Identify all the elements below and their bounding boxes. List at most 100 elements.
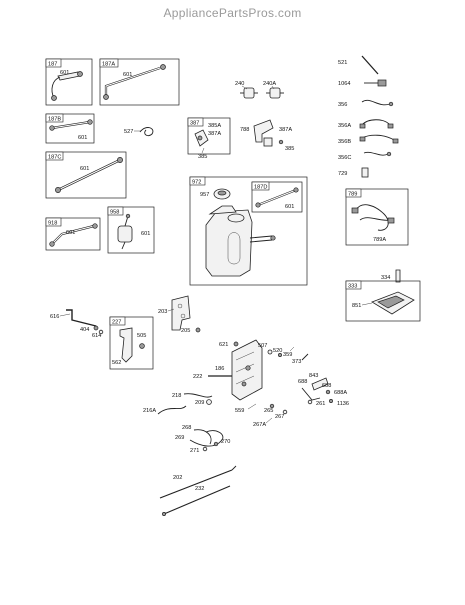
part-614[interactable]: 614 <box>92 329 104 339</box>
choke-cable-icon <box>189 430 224 447</box>
wire-harness-icon <box>363 151 389 156</box>
part-616[interactable]: 616 <box>50 309 97 327</box>
part-356A[interactable]: 356A <box>338 119 394 129</box>
label-521: 521 <box>338 60 347 66</box>
part-359[interactable]: 359 <box>283 346 295 358</box>
label-187: 187 <box>48 62 57 68</box>
part-261[interactable]: 261 <box>307 399 325 407</box>
part-267[interactable]: 267 <box>275 409 288 420</box>
screw-icon <box>329 399 333 403</box>
part-729[interactable]: 729 <box>338 167 369 178</box>
part-222[interactable]: 222 <box>193 374 232 380</box>
part-209[interactable]: 209 <box>195 399 212 406</box>
part-box-187A[interactable]: 187A 601 <box>99 58 180 106</box>
clamp-icon <box>139 127 154 137</box>
wire-harness-icon <box>361 99 391 106</box>
clip-icon <box>213 441 219 447</box>
part-268[interactable]: 268 <box>182 425 212 445</box>
part-186[interactable]: 186 <box>215 339 263 401</box>
washer-icon <box>282 409 288 415</box>
label-232: 232 <box>195 486 204 492</box>
label-387A: 387A <box>279 127 292 133</box>
part-box-187[interactable]: 187 601 <box>45 58 93 106</box>
part-box-333[interactable]: 334 333 851 <box>345 269 421 322</box>
part-216A[interactable]: 216A <box>143 405 187 415</box>
part-240[interactable]: 240 <box>235 81 258 99</box>
label-267: 267 <box>275 414 284 420</box>
part-507[interactable]: 507 <box>258 343 273 355</box>
label-614: 614 <box>92 333 101 339</box>
part-218[interactable]: 218 <box>172 393 213 399</box>
nut-icon <box>278 353 282 357</box>
washer-icon <box>267 349 273 355</box>
bracket-icon <box>253 119 274 143</box>
part-356B[interactable]: 356B <box>338 134 399 145</box>
part-box-918[interactable]: 918 601 <box>45 217 101 251</box>
label-227: 227 <box>112 320 121 326</box>
part-267A[interactable]: 267A <box>253 417 273 428</box>
label-187C: 187C <box>48 155 61 161</box>
part-270[interactable]: 270 <box>213 439 230 447</box>
part-621[interactable]: 621 <box>219 341 239 348</box>
part-240A[interactable]: 240A <box>263 81 284 99</box>
part-521[interactable]: 521 <box>338 55 379 75</box>
label-562: 562 <box>112 360 121 366</box>
part-788[interactable]: 788 387A 385 <box>240 119 294 152</box>
spring-icon <box>183 393 213 398</box>
part-202[interactable]: 202 <box>159 465 237 499</box>
throttle-cable-icon <box>163 485 231 515</box>
label-688: 688 <box>298 379 307 385</box>
part-232[interactable]: 232 <box>162 485 231 516</box>
part-688[interactable]: 688 <box>298 379 321 401</box>
label-187D: 187D <box>254 185 267 191</box>
part-520[interactable]: 520 <box>273 348 282 357</box>
label-356: 356 <box>338 102 347 108</box>
part-box-387[interactable]: 387 385A 387A 385 <box>187 117 231 160</box>
part-box-227[interactable]: 227 505 562 <box>109 316 154 370</box>
part-box-187C[interactable]: 187C 601 <box>45 151 127 199</box>
label-621: 621 <box>219 342 228 348</box>
wire-harness-icon <box>361 134 395 141</box>
label-601: 601 <box>66 230 75 236</box>
terminal-icon <box>361 167 369 178</box>
part-843[interactable]: 843 <box>309 373 329 391</box>
label-385: 385 <box>285 146 294 152</box>
label-240A: 240A <box>263 81 276 87</box>
label-788: 788 <box>240 127 249 133</box>
part-1064[interactable]: 1064 <box>338 79 387 87</box>
part-373[interactable]: 373 <box>292 353 309 365</box>
label-601: 601 <box>123 72 132 78</box>
part-203[interactable]: 203 <box>158 295 191 331</box>
spring-icon <box>301 353 309 361</box>
part-356C[interactable]: 356C <box>338 151 392 161</box>
part-box-789[interactable]: 789 789A <box>345 188 409 246</box>
part-559[interactable]: 559 <box>235 403 257 414</box>
label-209: 209 <box>195 400 204 406</box>
part-356[interactable]: 356 <box>338 99 394 108</box>
part-404[interactable]: 404 <box>80 325 99 333</box>
label-601: 601 <box>141 231 150 237</box>
label-218: 218 <box>172 393 181 399</box>
part-271[interactable]: 271 <box>190 446 208 454</box>
lever-icon <box>301 387 321 401</box>
part-265[interactable]: 265 <box>264 403 275 414</box>
part-1136[interactable]: 1136 <box>329 399 349 407</box>
control-lever-icon <box>119 327 133 363</box>
label-269: 269 <box>175 435 184 441</box>
wire-harness-icon <box>361 119 391 126</box>
part-box-187B[interactable]: 187B 601 <box>45 113 95 144</box>
label-789: 789 <box>348 192 357 198</box>
label-187A: 187A <box>102 62 115 68</box>
part-688A[interactable]: 688A 688 <box>322 383 347 396</box>
link-icon <box>157 405 187 415</box>
label-404: 404 <box>80 327 89 333</box>
part-box-958[interactable]: 958 601 <box>107 206 155 254</box>
label-268: 268 <box>182 425 191 431</box>
label-843: 843 <box>309 373 318 379</box>
part-269[interactable]: 269 <box>175 430 224 447</box>
part-527[interactable]: 527 <box>124 127 154 137</box>
part-205[interactable]: 205 <box>181 327 201 334</box>
part-box-972[interactable]: 972 957 187D 601 <box>189 176 308 286</box>
label-205: 205 <box>181 328 190 334</box>
